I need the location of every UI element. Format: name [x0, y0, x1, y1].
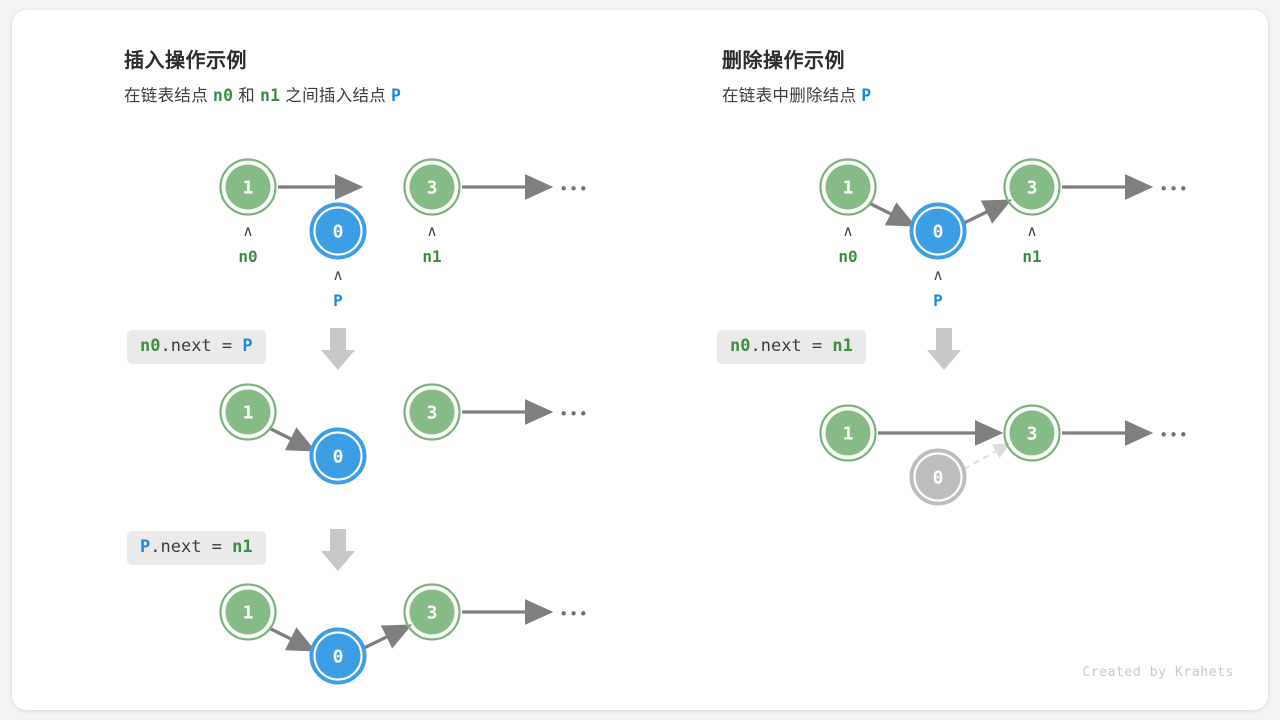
pointer-label-p: P — [933, 291, 943, 310]
node-n0: 1 — [219, 158, 277, 216]
pointer-label-n0: n0 — [238, 247, 257, 266]
subtitle-text-1: 和 — [233, 87, 260, 105]
caret-n0-icon: ∧ — [843, 222, 854, 240]
stale-link-deleted-to-n1 — [963, 443, 1011, 470]
node-n0: 1 — [219, 383, 277, 441]
subtitle-text-0: 在链表中删除结点 — [722, 87, 862, 105]
code-token-n0: n0 — [140, 336, 161, 356]
node-n1: 3 — [403, 383, 461, 441]
node-deleted: 0 — [909, 448, 967, 506]
link-n0-to-p — [268, 426, 316, 452]
diagram-card: 插入操作示例 在链表结点 n0 和 n1 之间插入结点 P — [12, 10, 1268, 710]
code-token-next-assign-2: .next = — [150, 537, 233, 557]
node-n1-value: 3 — [1027, 424, 1038, 445]
list-ellipsis: ••• — [559, 605, 589, 623]
credit-watermark: Created by Krahets — [1082, 665, 1234, 680]
delete-panel-subtitle: 在链表中删除结点 P — [722, 82, 872, 106]
pointer-label-p: P — [333, 291, 343, 310]
node-n1: 3 — [403, 583, 461, 641]
list-ellipsis: ••• — [559, 405, 589, 423]
subtitle-text-2: 之间插入结点 — [280, 87, 391, 105]
delete-panel-title: 删除操作示例 — [722, 50, 845, 72]
link-n0-to-p — [868, 201, 916, 227]
subtitle-text-0: 在链表结点 — [124, 87, 213, 105]
code-token-p: P — [242, 336, 253, 356]
subtitle-token-p: P — [861, 86, 872, 105]
node-n0: 1 — [219, 583, 277, 641]
insert-panel-subtitle: 在链表结点 n0 和 n1 之间插入结点 P — [124, 82, 401, 106]
link-n0-to-p — [268, 626, 316, 652]
node-n0-value: 1 — [243, 603, 254, 624]
insert-stage-3-diagram: 1 0 3 ••• — [219, 583, 589, 685]
list-ellipsis: ••• — [1159, 426, 1189, 444]
caret-p-icon: ∧ — [933, 266, 944, 284]
node-p-value: 0 — [333, 647, 344, 668]
code-token-p: P — [140, 537, 151, 557]
node-n1-value: 3 — [427, 403, 438, 424]
caret-n1-icon: ∧ — [427, 222, 438, 240]
caret-n1-icon: ∧ — [1027, 222, 1038, 240]
subtitle-token-n1: n1 — [259, 86, 281, 105]
node-p-value: 0 — [333, 222, 344, 243]
code-token-next-assign: .next = — [750, 336, 833, 356]
code-token-n1: n1 — [832, 336, 853, 356]
caret-p-icon: ∧ — [333, 266, 344, 284]
code-token-next-assign-1: .next = — [160, 336, 243, 356]
delete-stage-1-diagram: 1 ∧ n0 0 ∧ P 3 ∧ n1 ••• — [819, 158, 1189, 310]
code-token-n1: n1 — [232, 537, 253, 557]
code-token-n0: n0 — [730, 336, 751, 356]
pointer-label-n1: n1 — [1022, 247, 1041, 266]
node-n1-value: 3 — [427, 603, 438, 624]
node-n0-value: 1 — [243, 178, 254, 199]
link-p-to-n1 — [363, 624, 412, 650]
down-arrow-insert-step1-icon — [321, 328, 355, 370]
code-pill-delete-step1: n0.next = n1 — [717, 330, 866, 364]
subtitle-token-p: P — [390, 86, 402, 105]
caret-n0-icon: ∧ — [243, 222, 254, 240]
node-n1: 3 — [1003, 404, 1061, 462]
node-n0-value: 1 — [843, 424, 854, 445]
list-ellipsis: ••• — [559, 180, 589, 198]
node-p-value: 0 — [333, 447, 344, 468]
node-n0: 1 — [819, 404, 877, 462]
code-pill-insert-step2: P.next = n1 — [127, 531, 266, 565]
node-deleted-value: 0 — [933, 468, 944, 489]
subtitle-token-n0: n0 — [212, 86, 234, 105]
panel-delete: 删除操作示例 在链表中删除结点 P — [652, 10, 1280, 710]
down-arrow-insert-step2-icon — [321, 529, 355, 571]
node-p: 0 — [309, 427, 367, 485]
link-p-to-n1 — [963, 199, 1012, 225]
pointer-label-n0: n0 — [838, 247, 857, 266]
pointer-label-n1: n1 — [422, 247, 441, 266]
node-p: 0 — [909, 202, 967, 260]
insert-stage-1-diagram: 1 ∧ n0 0 ∧ P 3 ∧ n1 — [219, 158, 589, 310]
insert-stage-2-diagram: 1 0 3 ••• — [219, 383, 589, 485]
node-n0: 1 — [819, 158, 877, 216]
node-n1: 3 — [403, 158, 461, 216]
node-n1: 3 — [1003, 158, 1061, 216]
node-n1-value: 3 — [1027, 178, 1038, 199]
list-ellipsis: ••• — [1159, 180, 1189, 198]
down-arrow-delete-step1-icon — [927, 328, 961, 370]
delete-stage-2-diagram: 1 0 3 ••• — [819, 404, 1189, 506]
code-pill-insert-step1: n0.next = P — [127, 330, 266, 364]
node-n0-value: 1 — [243, 403, 254, 424]
node-n1-value: 3 — [427, 178, 438, 199]
node-p-value: 0 — [933, 222, 944, 243]
panel-insert: 插入操作示例 在链表结点 n0 和 n1 之间插入结点 P — [12, 10, 652, 710]
node-n0-value: 1 — [843, 178, 854, 199]
insert-panel-title: 插入操作示例 — [124, 50, 247, 72]
node-p: 0 — [309, 202, 367, 260]
node-p: 0 — [309, 627, 367, 685]
